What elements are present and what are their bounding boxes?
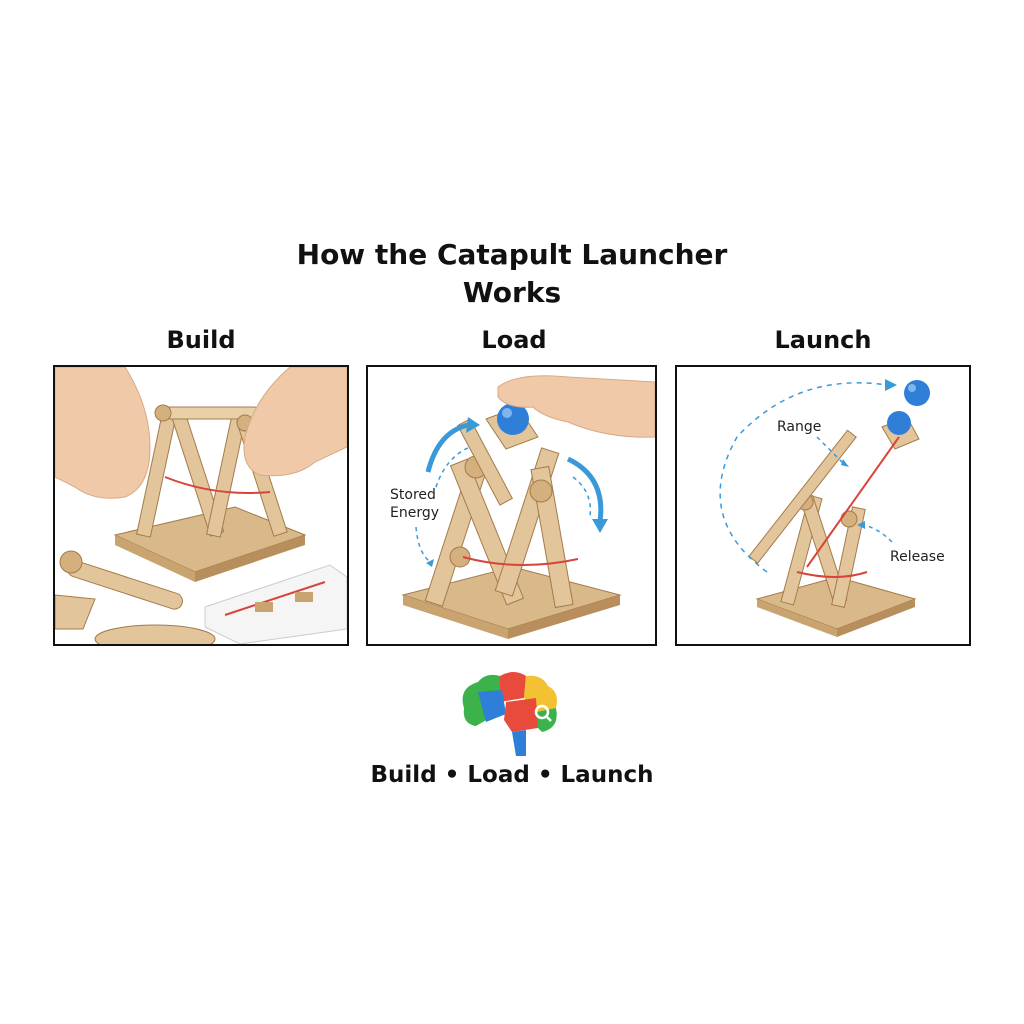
range-label: Range [777,419,821,435]
build-illustration [55,367,347,644]
load-panel: Stored Energy [366,365,657,646]
title-line-1: How the Catapult Launcher [296,238,728,271]
footer-caption: Build • Load • Launch [370,762,654,788]
launch-panel: Range Release [675,365,971,646]
step-label-launch: Launch [774,326,872,354]
magnifier-icon [534,704,552,722]
diagram-title: How the Catapult Launcher Works [0,236,1024,312]
release-label: Release [890,549,945,565]
load-illustration: Stored Energy [390,375,655,639]
stored-energy-label-2: Energy [390,505,439,521]
step-label-load: Load [481,326,547,354]
build-panel [53,365,349,646]
step-label-build: Build [166,326,236,354]
brain-puzzle-icon [462,672,557,756]
title-line-2: Works [462,276,562,309]
launch-illustration: Range Release [719,379,945,637]
stored-energy-label-1: Stored [390,487,436,503]
